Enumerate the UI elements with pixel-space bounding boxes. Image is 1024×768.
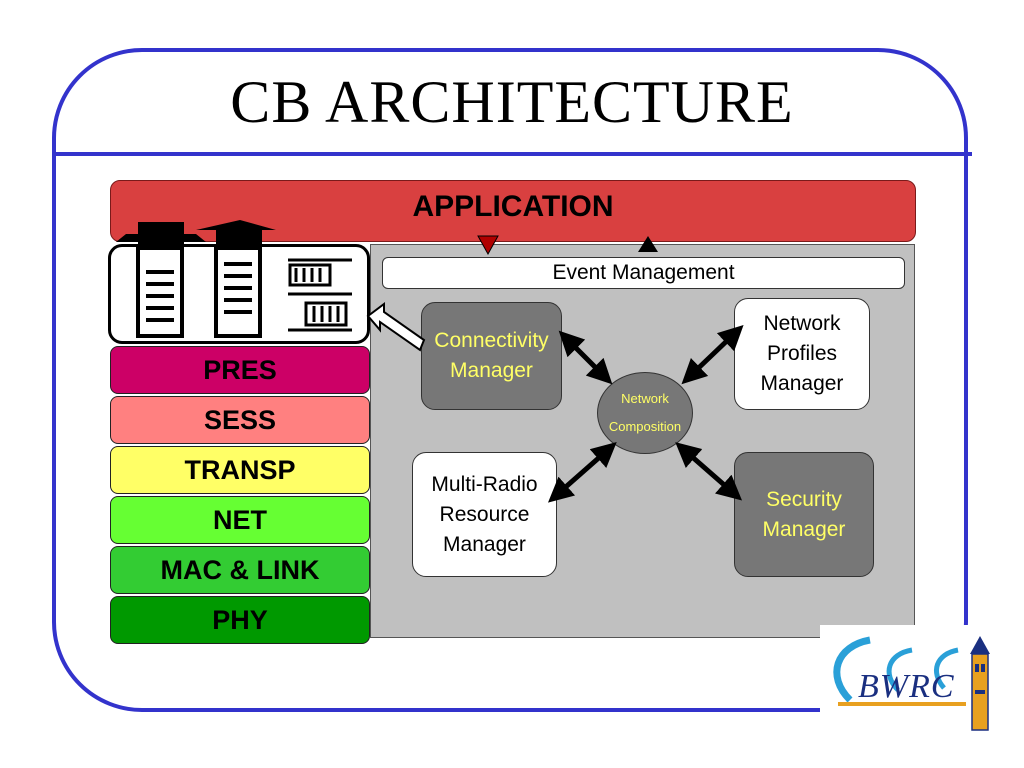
arrow-multiradio-composition (547, 442, 617, 503)
security-manager: Security Manager (734, 452, 874, 577)
document-icon-left (136, 246, 184, 338)
network-composition: Network Composition (597, 372, 693, 454)
connectivity-manager: Connectivity Manager (421, 302, 562, 410)
composition-line-1: Network (621, 391, 669, 406)
event-management-bar: Event Management (382, 257, 905, 289)
layer-sess: SESS (110, 396, 370, 444)
arrow-security-composition (675, 442, 743, 501)
filing-cabinet-icon (288, 258, 352, 332)
application-label: APPLICATION (412, 190, 614, 223)
layer-transp: TRANSP (110, 446, 370, 494)
bwrc-logo-icon (820, 625, 1000, 745)
bwrc-logo-text: BWRC (858, 668, 955, 705)
layer-net: NET (110, 496, 370, 544)
document-icon-middle (214, 246, 262, 338)
layer-pres: PRES (110, 346, 370, 394)
slide-frame (52, 48, 968, 712)
network-profiles-manager: Network Profiles Manager (734, 298, 870, 410)
server-cap-icon-right (196, 220, 276, 246)
layer-mac-link: MAC & LINK (110, 546, 370, 594)
layer-phy: PHY (110, 596, 370, 644)
composition-line-2: Composition (608, 419, 682, 434)
downward-triangle-icon (477, 235, 499, 256)
arrow-profiles-composition (681, 324, 744, 385)
hollow-arrow-icon (366, 302, 426, 352)
title-divider (52, 152, 972, 156)
server-cap-icon-left (116, 222, 206, 246)
arrow-connectivity-composition (558, 330, 613, 385)
multi-radio-resource-manager: Multi-Radio Resource Manager (412, 452, 557, 577)
slide-title: CB ARCHITECTURE (230, 69, 794, 135)
upward-triangle-icon (638, 236, 658, 252)
